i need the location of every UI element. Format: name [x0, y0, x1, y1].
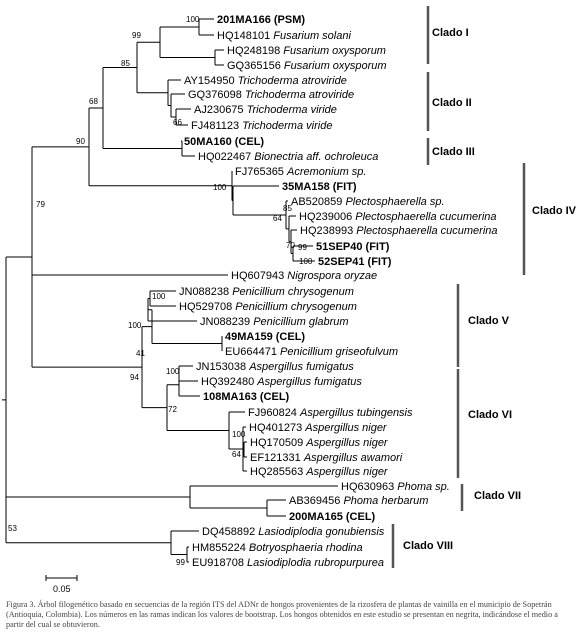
taxon-label: JN088239 Penicillium glabrum [200, 316, 349, 328]
bootstrap-value: 64 [232, 450, 241, 459]
bootstrap-value: 66 [173, 118, 182, 127]
clade-label: Clado II [432, 97, 472, 109]
figure-caption: Figura 3. Árbol filogenético basado en s… [6, 600, 558, 629]
bootstrap-value: 99 [298, 243, 307, 252]
bootstrap-value: 79 [36, 200, 45, 209]
taxon-label: HQ170509 Aspergillus niger [250, 437, 389, 449]
taxon-label: JN088238 Penicillium chrysogenum [179, 286, 354, 298]
clade-label: Clado I [432, 27, 469, 39]
taxon-label: 52SEP41 (FIT) [318, 256, 392, 268]
taxon-label: AY154950 Trichoderma atroviride [184, 75, 347, 87]
bootstrap-value: 72 [168, 405, 177, 414]
taxon-label: FJ960824 Aspergillus tubingensis [248, 407, 413, 419]
bootstrap-value: 99 [132, 31, 141, 40]
taxon-label: FJ481123 Trichoderma viride [191, 120, 332, 132]
taxon-label: EU918708 Lasiodiplodia rubropurpurea [192, 557, 384, 569]
bootstrap-value: 41 [136, 349, 145, 358]
taxon-label: GQ376098 Trichoderma atroviride [188, 89, 354, 101]
taxon-label: HQ285563 Aspergillus niger [250, 466, 389, 478]
taxon-label: 50MA160 (CEL) [184, 136, 264, 148]
taxon-label: HQ529708 Penicillium chrysogenum [179, 301, 357, 313]
bootstrap-value: 100 [299, 257, 313, 266]
taxon-label: HQ630963 Phoma sp. [341, 481, 450, 493]
taxon-label: GQ365156 Fusarium oxysporum [227, 60, 387, 72]
taxon-label: AJ230675 Trichoderma viride [194, 104, 337, 116]
clade-label: Clado VIII [403, 540, 453, 552]
bootstrap-value: 85 [283, 204, 292, 213]
taxon-label: HQ607943 Nigrospora oryzae [231, 270, 377, 282]
bootstrap-value: 99 [176, 558, 185, 567]
clade-label: Clado III [432, 146, 475, 158]
bootstrap-value: 100 [152, 292, 166, 301]
bootstrap-value: 100 [128, 321, 142, 330]
bootstrap-value: 64 [273, 214, 282, 223]
bootstrap-value: 100 [186, 15, 200, 24]
taxon-label: AB369456 Phoma herbarum [289, 495, 428, 507]
bootstrap-value: 100 [232, 430, 246, 439]
taxon-label: HQ022467 Bionectria aff. ochroleuca [198, 151, 378, 163]
taxon-label: 51SEP40 (FIT) [316, 241, 390, 253]
taxon-label: 201MA166 (PSM) [217, 14, 305, 26]
clade-label: Clado V [468, 315, 510, 327]
taxon-label: 49MA159 (CEL) [225, 331, 305, 343]
bootstrap-value: 90 [76, 137, 85, 146]
taxon-label: 35MA158 (FIT) [282, 181, 357, 193]
clade-label: Clado VII [474, 490, 521, 502]
taxon-label: HM855224 Botryosphaeria rhodina [192, 542, 363, 554]
taxon-label: DQ458892 Lasiodiplodia gonubiensis [202, 526, 385, 538]
clade-label: Clado IV [532, 205, 577, 217]
bootstrap-value: 94 [130, 373, 139, 382]
bootstrap-value: 85 [121, 59, 130, 68]
taxon-label: HQ239006 Plectosphaerella cucumerina [299, 211, 497, 223]
bootstrap-value: 100 [213, 183, 227, 192]
taxon-label: 200MA165 (CEL) [289, 511, 376, 523]
clade-label: Clado VI [468, 409, 512, 421]
bootstrap-value: 70 [286, 241, 295, 250]
taxon-label: FJ765365 Acremonium sp. [235, 166, 366, 178]
taxon-label: EF121331 Aspergillus awamori [250, 452, 403, 464]
bootstrap-value: 53 [8, 524, 17, 533]
taxon-label: AB520859 Plectosphaerella sp. [291, 196, 445, 208]
taxon-label: HQ392480 Aspergillus fumigatus [201, 376, 362, 388]
taxon-label: JN153038 Aspergillus fumigatus [196, 361, 354, 373]
taxon-label: HQ148101 Fusarium solani [217, 30, 351, 42]
taxon-label: HQ238993 Plectosphaerella cucumerina [300, 225, 498, 237]
bootstrap-value: 100 [166, 367, 180, 376]
taxon-label: EU664471 Penicillium griseofulvum [225, 346, 398, 358]
taxon-label: HQ401273 Aspergillus niger [249, 422, 388, 434]
bootstrap-value: 68 [89, 97, 98, 106]
scale-bar-label: 0.05 [53, 584, 71, 594]
taxon-label: 108MA163 (CEL) [203, 391, 290, 403]
taxon-label: HQ248198 Fusarium oxysporum [227, 45, 386, 57]
phylogenetic-tree: 201MA166 (PSM) HQ148101 Fusarium solaniHQ… [2, 6, 577, 594]
